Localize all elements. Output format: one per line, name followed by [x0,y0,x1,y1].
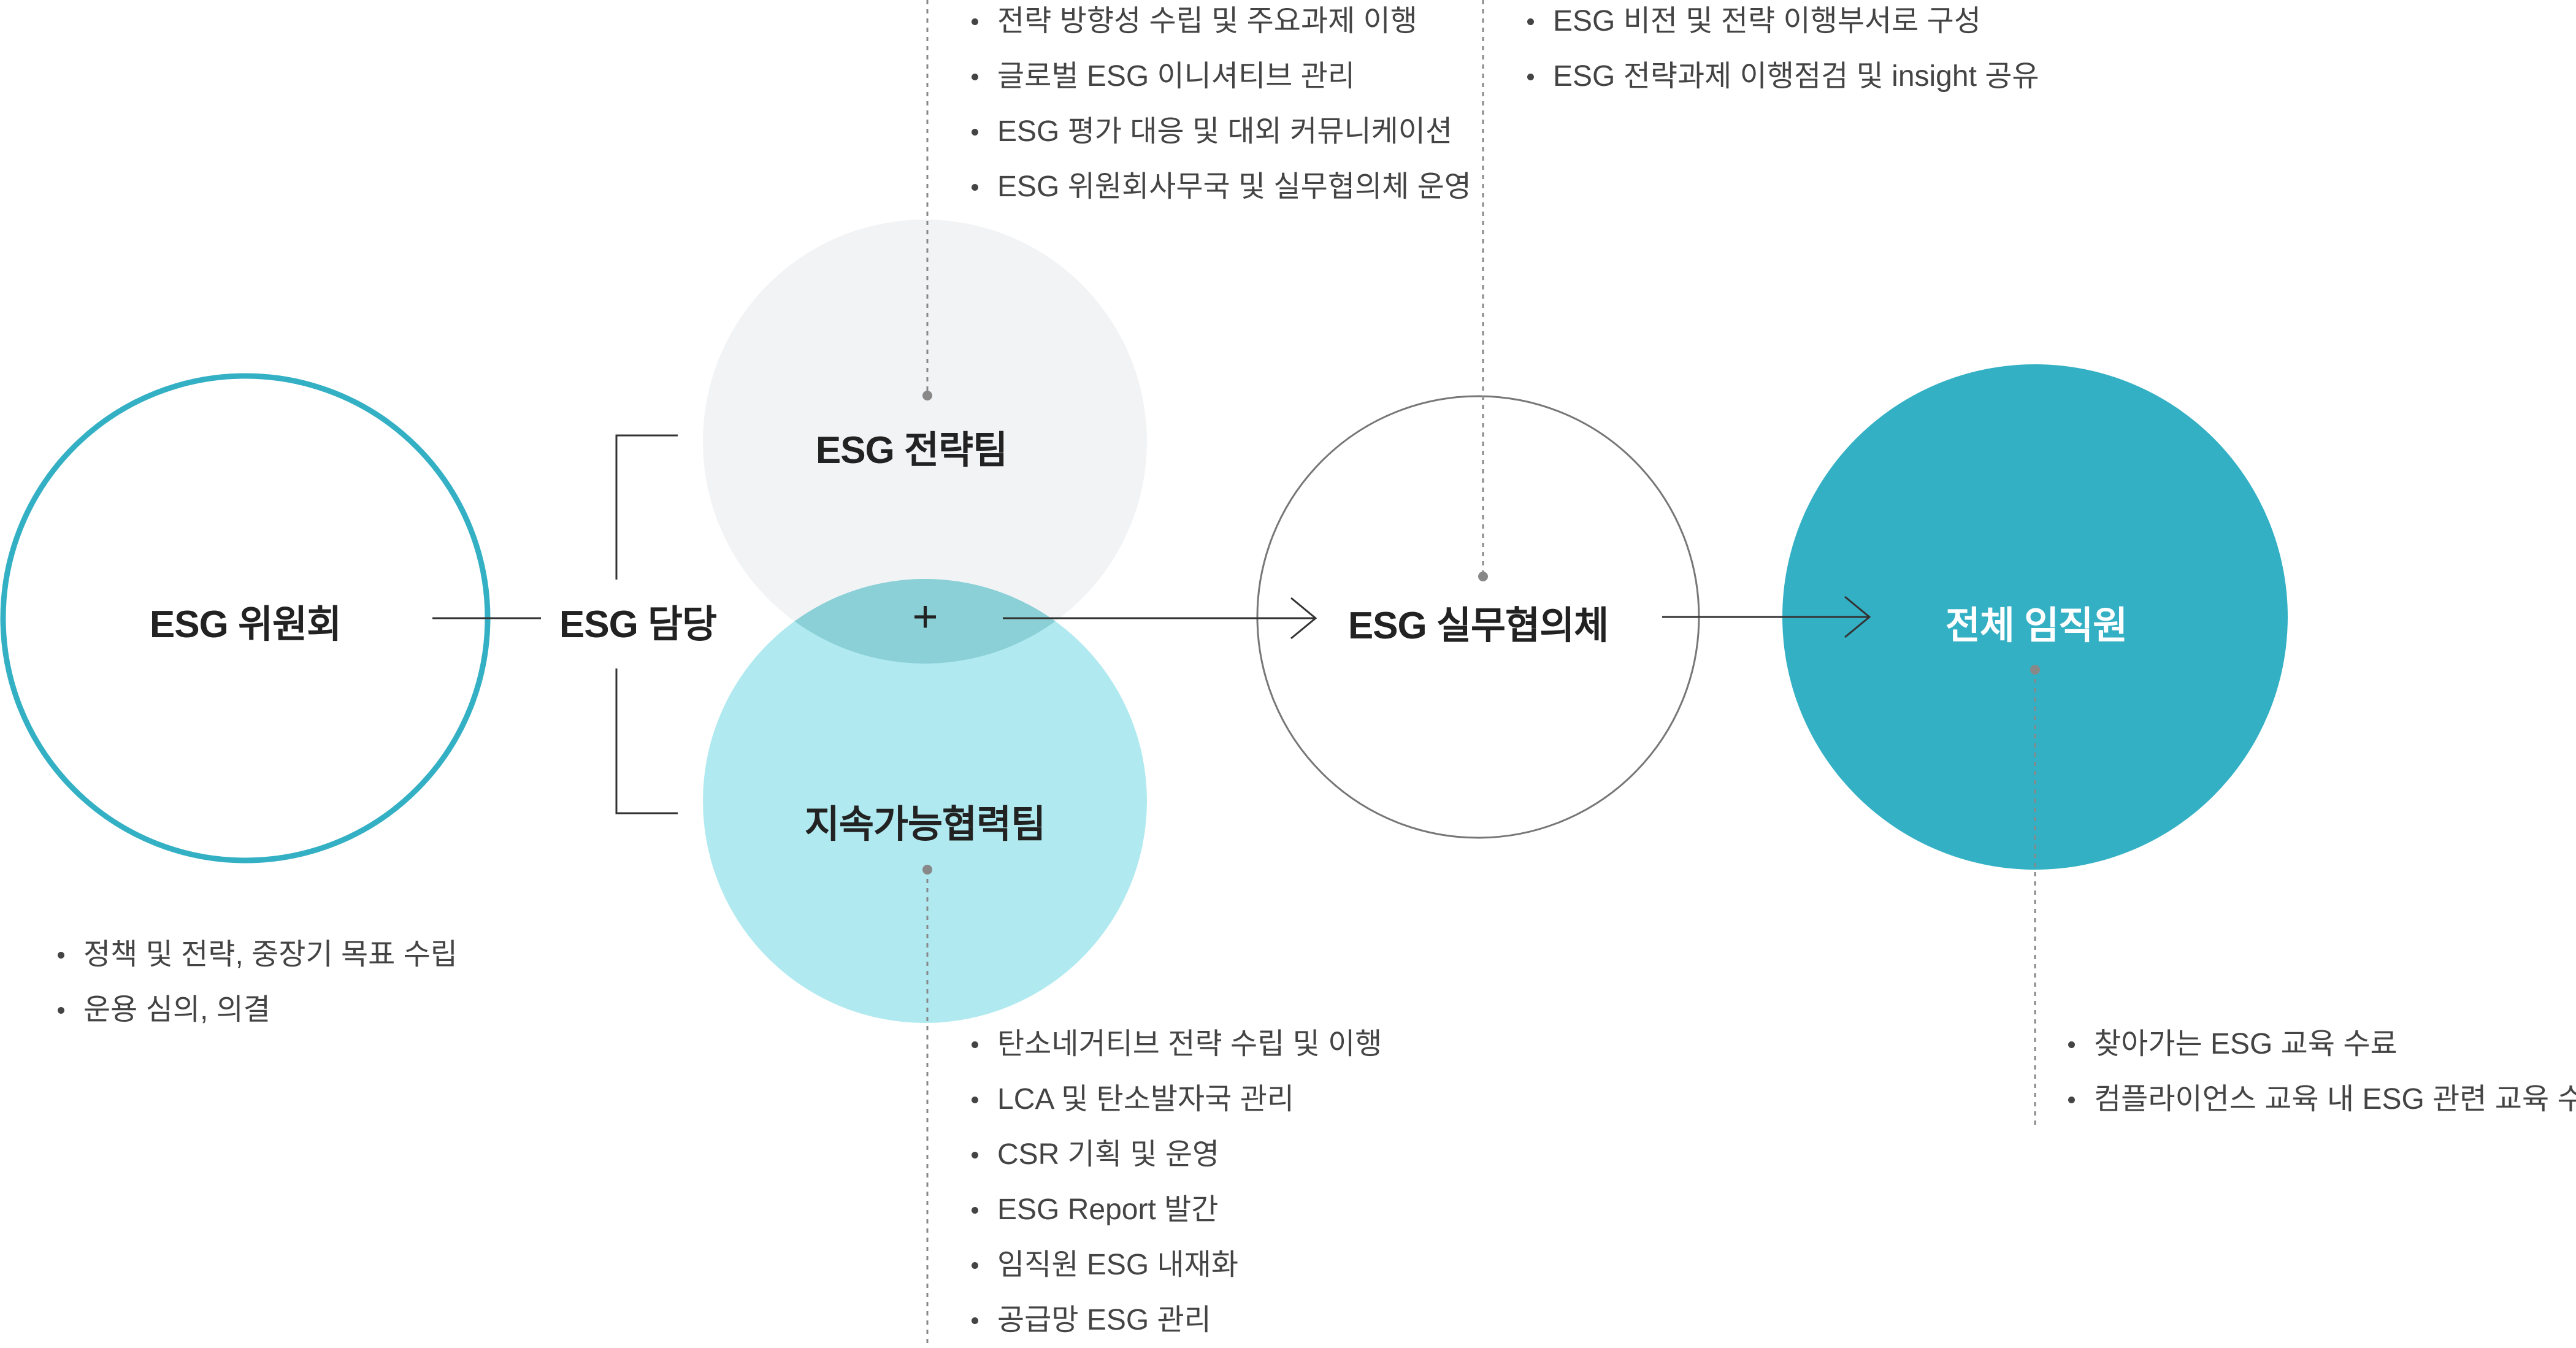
list-item: 운용 심의, 의결 [55,982,458,1038]
strategy-team-list: 전략 방향성 수립 및 주요과제 이행 글로벌 ESG 이니셔티브 관리 ESG… [969,0,1471,215]
list-item: 글로벌 ESG 이니셔티브 관리 [969,49,1471,104]
list-item: ESG 위원회사무국 및 실무협의체 운영 [969,159,1471,215]
list-item: CSR 기획 및 운영 [969,1127,1382,1182]
list-item: 컴플라이언스 교육 내 ESG 관련 교육 수료 [2066,1072,2576,1127]
sustainability-team-label: 지속가능협력팀 [804,803,1046,846]
committee-list: 정책 및 전략, 중장기 목표 수립 운용 심의, 의결 [55,927,458,1038]
employees-list: 찾아가는 ESG 교육 수료 컴플라이언스 교육 내 ESG 관련 교육 수료 [2066,1017,2576,1127]
list-item: 공급망 ESG 관리 [969,1293,1382,1348]
council-list: ESG 비전 및 전략 이행부서로 구성 ESG 전략과제 이행점검 및 ins… [1525,0,2039,104]
owner-label: ESG 담당 [559,603,717,646]
council-label: ESG 실무협의체 [1347,605,1609,647]
list-item: 탄소네거티브 전략 수립 및 이행 [969,1017,1382,1072]
list-item: ESG 전략과제 이행점검 및 insight 공유 [1525,49,2039,104]
sustainability-team-list: 탄소네거티브 전략 수립 및 이행 LCA 및 탄소발자국 관리 CSR 기획 … [969,1017,1382,1348]
leader-dots [922,391,2040,875]
sustainability-team-circle [703,579,1147,1023]
list-item: 전략 방향성 수립 및 주요과제 이행 [969,0,1471,49]
list-item: ESG 평가 대응 및 대외 커뮤니케이션 [969,104,1471,159]
list-item: ESG 비전 및 전략 이행부서로 구성 [1525,0,2039,49]
plus-sign: + [912,592,938,641]
list-item: 임직원 ESG 내재화 [969,1238,1382,1293]
strategy-team-circle [703,220,1147,664]
committee-label: ESG 위원회 [149,603,342,646]
employees-label: 전체 임직원 [1945,605,2128,647]
dotted-leaders [926,0,2036,1343]
list-item: 찾아가는 ESG 교육 수료 [2066,1017,2576,1072]
strategy-team-label: ESG 전략팀 [815,429,1008,472]
connector-lines [432,434,1871,814]
employees-circle [1782,364,2288,870]
list-item: ESG Report 발간 [969,1182,1382,1238]
list-item: 정책 및 전략, 중장기 목표 수립 [55,927,458,982]
list-item: LCA 및 탄소발자국 관리 [969,1072,1382,1127]
